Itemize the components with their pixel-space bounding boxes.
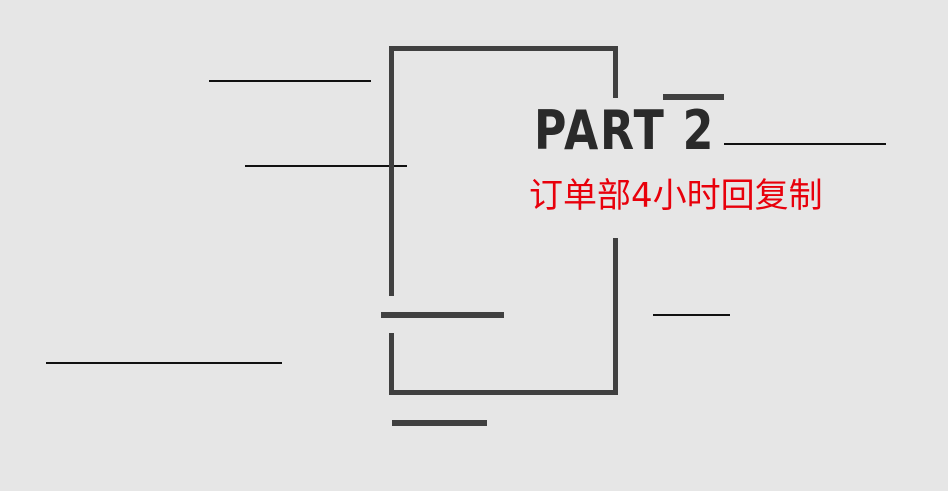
decor-line-bottom-left [46,362,282,364]
accent-bar-top-right [663,94,724,100]
frame-bottom-edge [389,390,618,395]
frame-left-edge-lower [389,333,394,395]
frame-under-bar [392,420,487,426]
decor-line-right-lower [653,314,730,316]
frame-inner-bar [381,312,504,318]
decor-line-mid-left [245,165,407,167]
frame-right-edge-lower [613,238,618,395]
decor-line-top-left [209,80,371,82]
section-title: PART 2 [534,99,716,162]
decor-line-right-upper [724,143,886,145]
frame-right-edge-upper [613,46,618,98]
frame-top-edge [389,46,618,51]
frame-left-edge-upper [389,46,394,296]
section-subtitle: 订单部4小时回复制 [529,176,823,216]
